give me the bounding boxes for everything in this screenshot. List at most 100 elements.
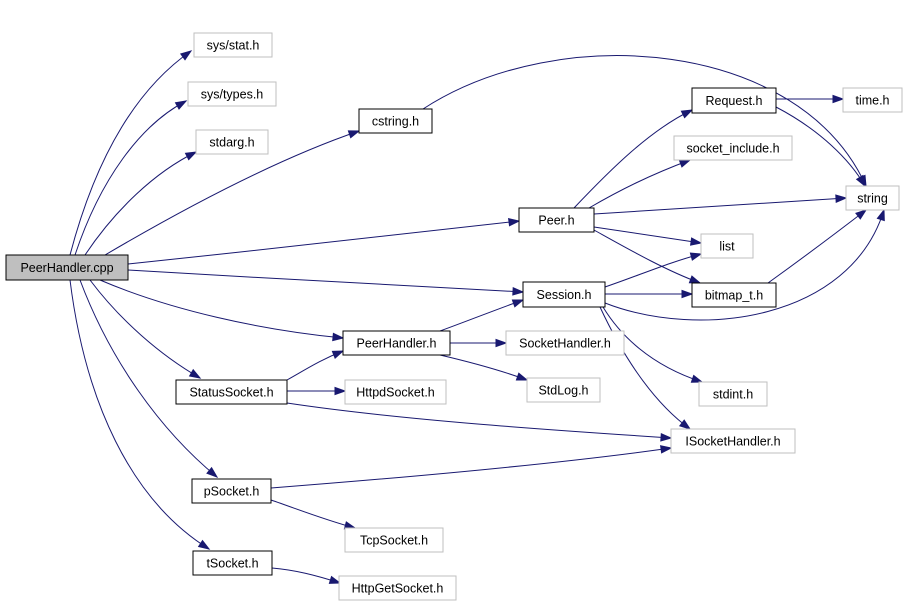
node-peer-h[interactable]: Peer.h	[518, 207, 595, 233]
node-label: stdarg.h	[209, 136, 254, 150]
arrow-head-icon	[197, 539, 211, 550]
node-statussocket-h[interactable]: StatusSocket.h	[175, 379, 288, 405]
node-session-h[interactable]: Session.h	[522, 281, 606, 308]
node-label: StdLog.h	[538, 384, 588, 398]
edge-session-h-to-isockethandler-h	[599, 306, 692, 430]
node-httpdsocket-h: HttpdSocket.h	[344, 379, 447, 405]
arrow-head-icon	[174, 100, 188, 110]
arrow-head-icon	[188, 368, 202, 379]
edge-line	[439, 299, 524, 332]
node-box	[505, 330, 625, 356]
arrow-head-icon	[515, 372, 529, 381]
arrow-head-icon	[179, 50, 193, 61]
edge-line	[593, 226, 702, 244]
node-label: ISocketHandler.h	[685, 435, 780, 449]
node-socket-include-h: socket_include.h	[673, 135, 793, 161]
node-label: SocketHandler.h	[519, 337, 611, 351]
node-time-h: time.h	[842, 87, 903, 113]
arrow-head-icon	[855, 209, 868, 220]
node-box	[338, 575, 457, 601]
edge-statussocket-h-to-isockethandler-h	[286, 402, 673, 442]
node-box	[522, 281, 606, 308]
edge-request-h-to-string	[775, 106, 866, 188]
node-stdint-h: stdint.h	[698, 381, 768, 407]
edge-peerhandler-cpp-to-psocket-h	[79, 279, 219, 478]
node-httpgetsocket-h: HttpGetSocket.h	[338, 575, 457, 601]
edge-line	[84, 151, 197, 256]
arrow-head-icon	[347, 130, 361, 139]
node-box	[192, 550, 273, 576]
arrow-head-icon	[876, 208, 885, 222]
edge-peer-h-to-bitmap-t-h	[593, 229, 702, 284]
edge-line	[127, 220, 520, 265]
edge-line	[767, 209, 867, 284]
edge-line	[99, 279, 344, 339]
arrow-head-icon	[495, 338, 508, 348]
edge-request-h-to-time-h	[776, 94, 845, 104]
edge-line	[599, 306, 691, 430]
edge-session-h-to-string	[604, 208, 885, 321]
node-label: stdint.h	[713, 388, 753, 402]
edge-line	[602, 306, 703, 383]
node-box	[698, 381, 768, 407]
node-box	[344, 527, 444, 553]
node-cstring-h[interactable]: cstring.h	[358, 108, 433, 134]
edge-line	[270, 447, 672, 489]
arrow-head-icon	[334, 386, 347, 396]
node-label: Request.h	[706, 94, 763, 108]
edge-statussocket-h-to-peerhandler-h	[286, 350, 345, 381]
node-peerhandler-h[interactable]: PeerHandler.h	[342, 330, 451, 356]
edge-line	[270, 499, 356, 529]
edge-line	[69, 50, 192, 256]
arrow-head-icon	[690, 237, 703, 246]
edge-statussocket-h-to-httpdsocket-h	[287, 386, 347, 396]
edge-peerhandler-cpp-to-sys-types-h	[74, 100, 188, 256]
edge-peerhandler-cpp-to-cstring-h	[104, 130, 361, 256]
arrow-head-icon	[680, 109, 694, 119]
node-box	[195, 129, 269, 155]
node-label: list	[719, 240, 735, 254]
arrow-head-icon	[331, 350, 345, 359]
edge-session-h-to-bitmap-t-h	[605, 289, 694, 299]
edge-bitmap-t-h-to-string	[767, 209, 868, 284]
arrow-head-icon	[855, 174, 866, 188]
edge-peer-h-to-request-h	[573, 109, 694, 209]
arrow-head-icon	[678, 419, 692, 430]
node-label: sys/stat.h	[207, 39, 260, 53]
node-psocket-h[interactable]: pSocket.h	[191, 478, 272, 504]
arrow-head-icon	[328, 575, 342, 584]
node-box	[526, 377, 601, 403]
edge-peerhandler-h-to-sockethandler-h	[450, 338, 508, 348]
node-label: HttpdSocket.h	[356, 386, 435, 400]
node-bitmap-t-h[interactable]: bitmap_t.h	[691, 282, 777, 308]
edge-line	[422, 55, 867, 187]
node-box	[175, 379, 288, 405]
arrow-head-icon	[512, 287, 525, 296]
node-label: socket_include.h	[686, 142, 779, 156]
edge-peerhandler-h-to-session-h	[439, 299, 525, 332]
edge-line	[127, 269, 524, 293]
edge-line	[573, 109, 693, 209]
edge-line	[74, 100, 187, 256]
edge-line	[104, 130, 360, 256]
node-layer: PeerHandler.cppsys/stat.hsys/types.hstda…	[5, 32, 903, 601]
node-label: cstring.h	[372, 115, 419, 129]
edge-line	[439, 354, 528, 381]
edge-line	[286, 402, 672, 439]
edge-peerhandler-cpp-to-peerhandler-h	[99, 279, 345, 342]
edge-line	[69, 279, 210, 550]
edge-line	[593, 197, 847, 215]
node-request-h[interactable]: Request.h	[691, 87, 777, 114]
node-box	[358, 108, 433, 134]
arrow-head-icon	[690, 374, 704, 383]
arrow-head-icon	[681, 289, 694, 299]
node-peerhandler-cpp: PeerHandler.cpp	[5, 254, 129, 281]
node-label: StatusSocket.h	[189, 386, 273, 400]
node-tsocket-h[interactable]: tSocket.h	[192, 550, 273, 576]
node-label: tSocket.h	[206, 557, 258, 571]
node-label: pSocket.h	[204, 485, 260, 499]
arrow-head-icon	[332, 332, 345, 342]
edge-psocket-h-to-isockethandler-h	[270, 445, 673, 489]
edge-session-h-to-stdint-h	[602, 306, 704, 383]
node-stdlog-h: StdLog.h	[526, 377, 601, 403]
